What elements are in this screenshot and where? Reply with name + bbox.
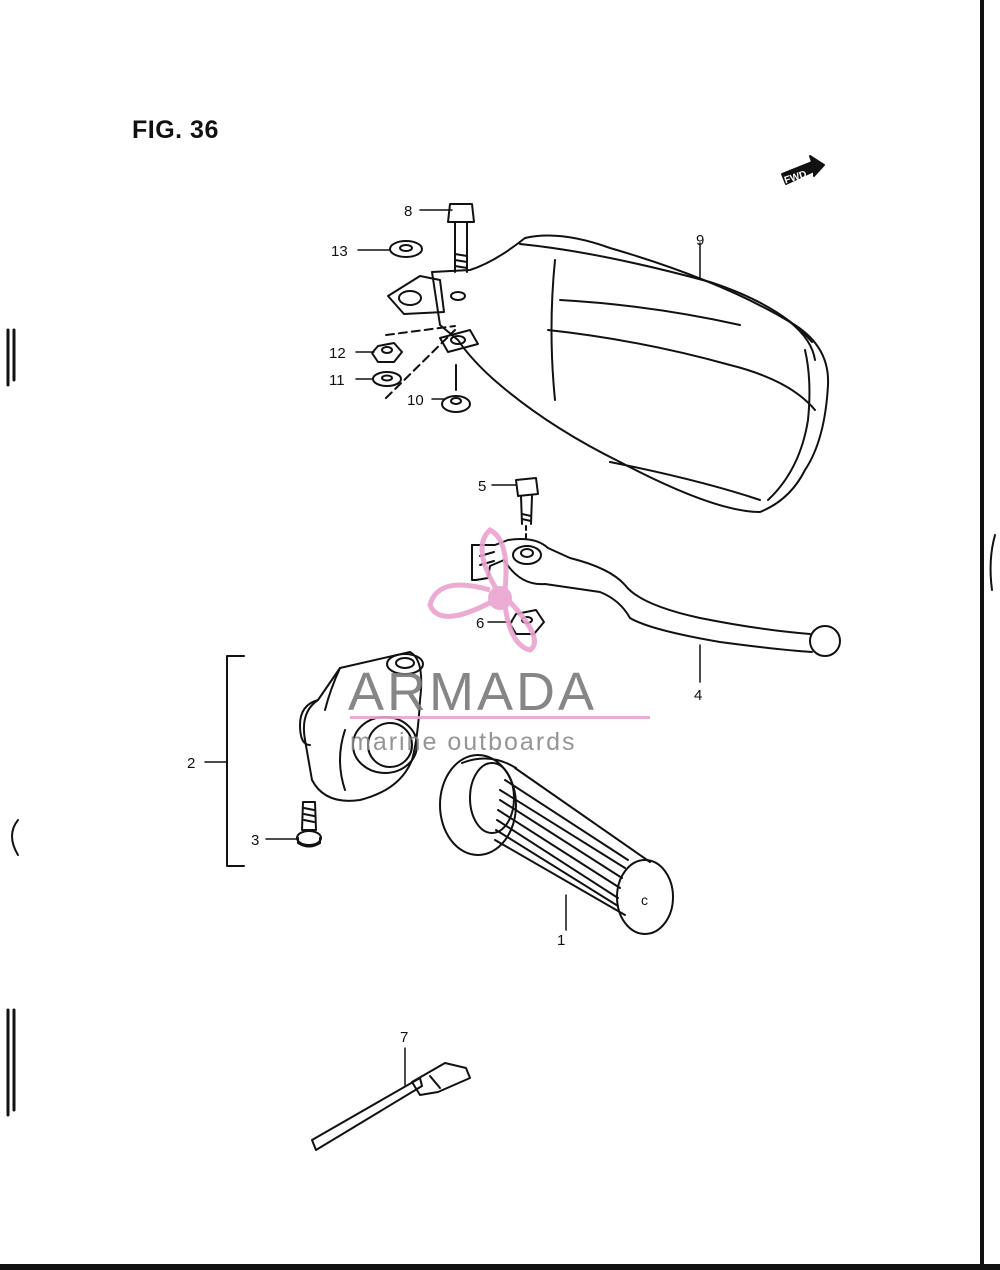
callout-12: 12 <box>329 345 346 362</box>
callout-11: 11 <box>329 372 345 389</box>
watermark-tagline: marine outboards <box>350 728 577 756</box>
armada-watermark: ARMADA marine outboards <box>348 526 650 756</box>
figure-title: FIG. 36 <box>132 116 219 144</box>
callout-4: 4 <box>694 687 702 704</box>
callout-labels: 1 2 3 4 5 6 7 8 9 10 11 12 13 <box>187 203 704 1046</box>
scan-right-border <box>980 0 984 1270</box>
part-1-grip: c <box>439 754 674 935</box>
part-13-washer <box>389 240 423 258</box>
callout-10: 10 <box>407 392 424 409</box>
callout-9: 9 <box>696 232 704 249</box>
watermark-underline <box>350 716 650 719</box>
part-3-screw <box>296 801 322 848</box>
callout-5: 5 <box>478 478 486 495</box>
callout-7: 7 <box>400 1029 408 1046</box>
callout-8: 8 <box>404 203 412 220</box>
propeller-logo-icon <box>427 526 537 653</box>
part-11-washer <box>372 371 402 387</box>
part-9-hand-guard <box>385 234 830 513</box>
callout-13: 13 <box>331 243 348 260</box>
part-12-nut <box>371 342 403 363</box>
callout-1: 1 <box>557 932 565 949</box>
watermark-brand: ARMADA <box>348 662 597 722</box>
callout-3: 3 <box>251 832 259 849</box>
scan-bottom-border <box>0 1264 1000 1270</box>
part-8-bolt <box>447 203 475 273</box>
bracket-part-2 <box>226 655 245 867</box>
part-5-bolt <box>515 477 539 543</box>
svg-text:c: c <box>641 892 648 908</box>
part-10-nut <box>441 364 471 413</box>
part-4-lever <box>471 538 841 683</box>
fwd-arrow-icon: FWD <box>781 155 825 187</box>
callout-6: 6 <box>476 615 484 632</box>
scan-artifacts <box>6 328 996 1117</box>
part-7-cable-tie <box>311 1047 471 1151</box>
part-2-housing <box>299 651 424 802</box>
callout-2: 2 <box>187 755 195 772</box>
